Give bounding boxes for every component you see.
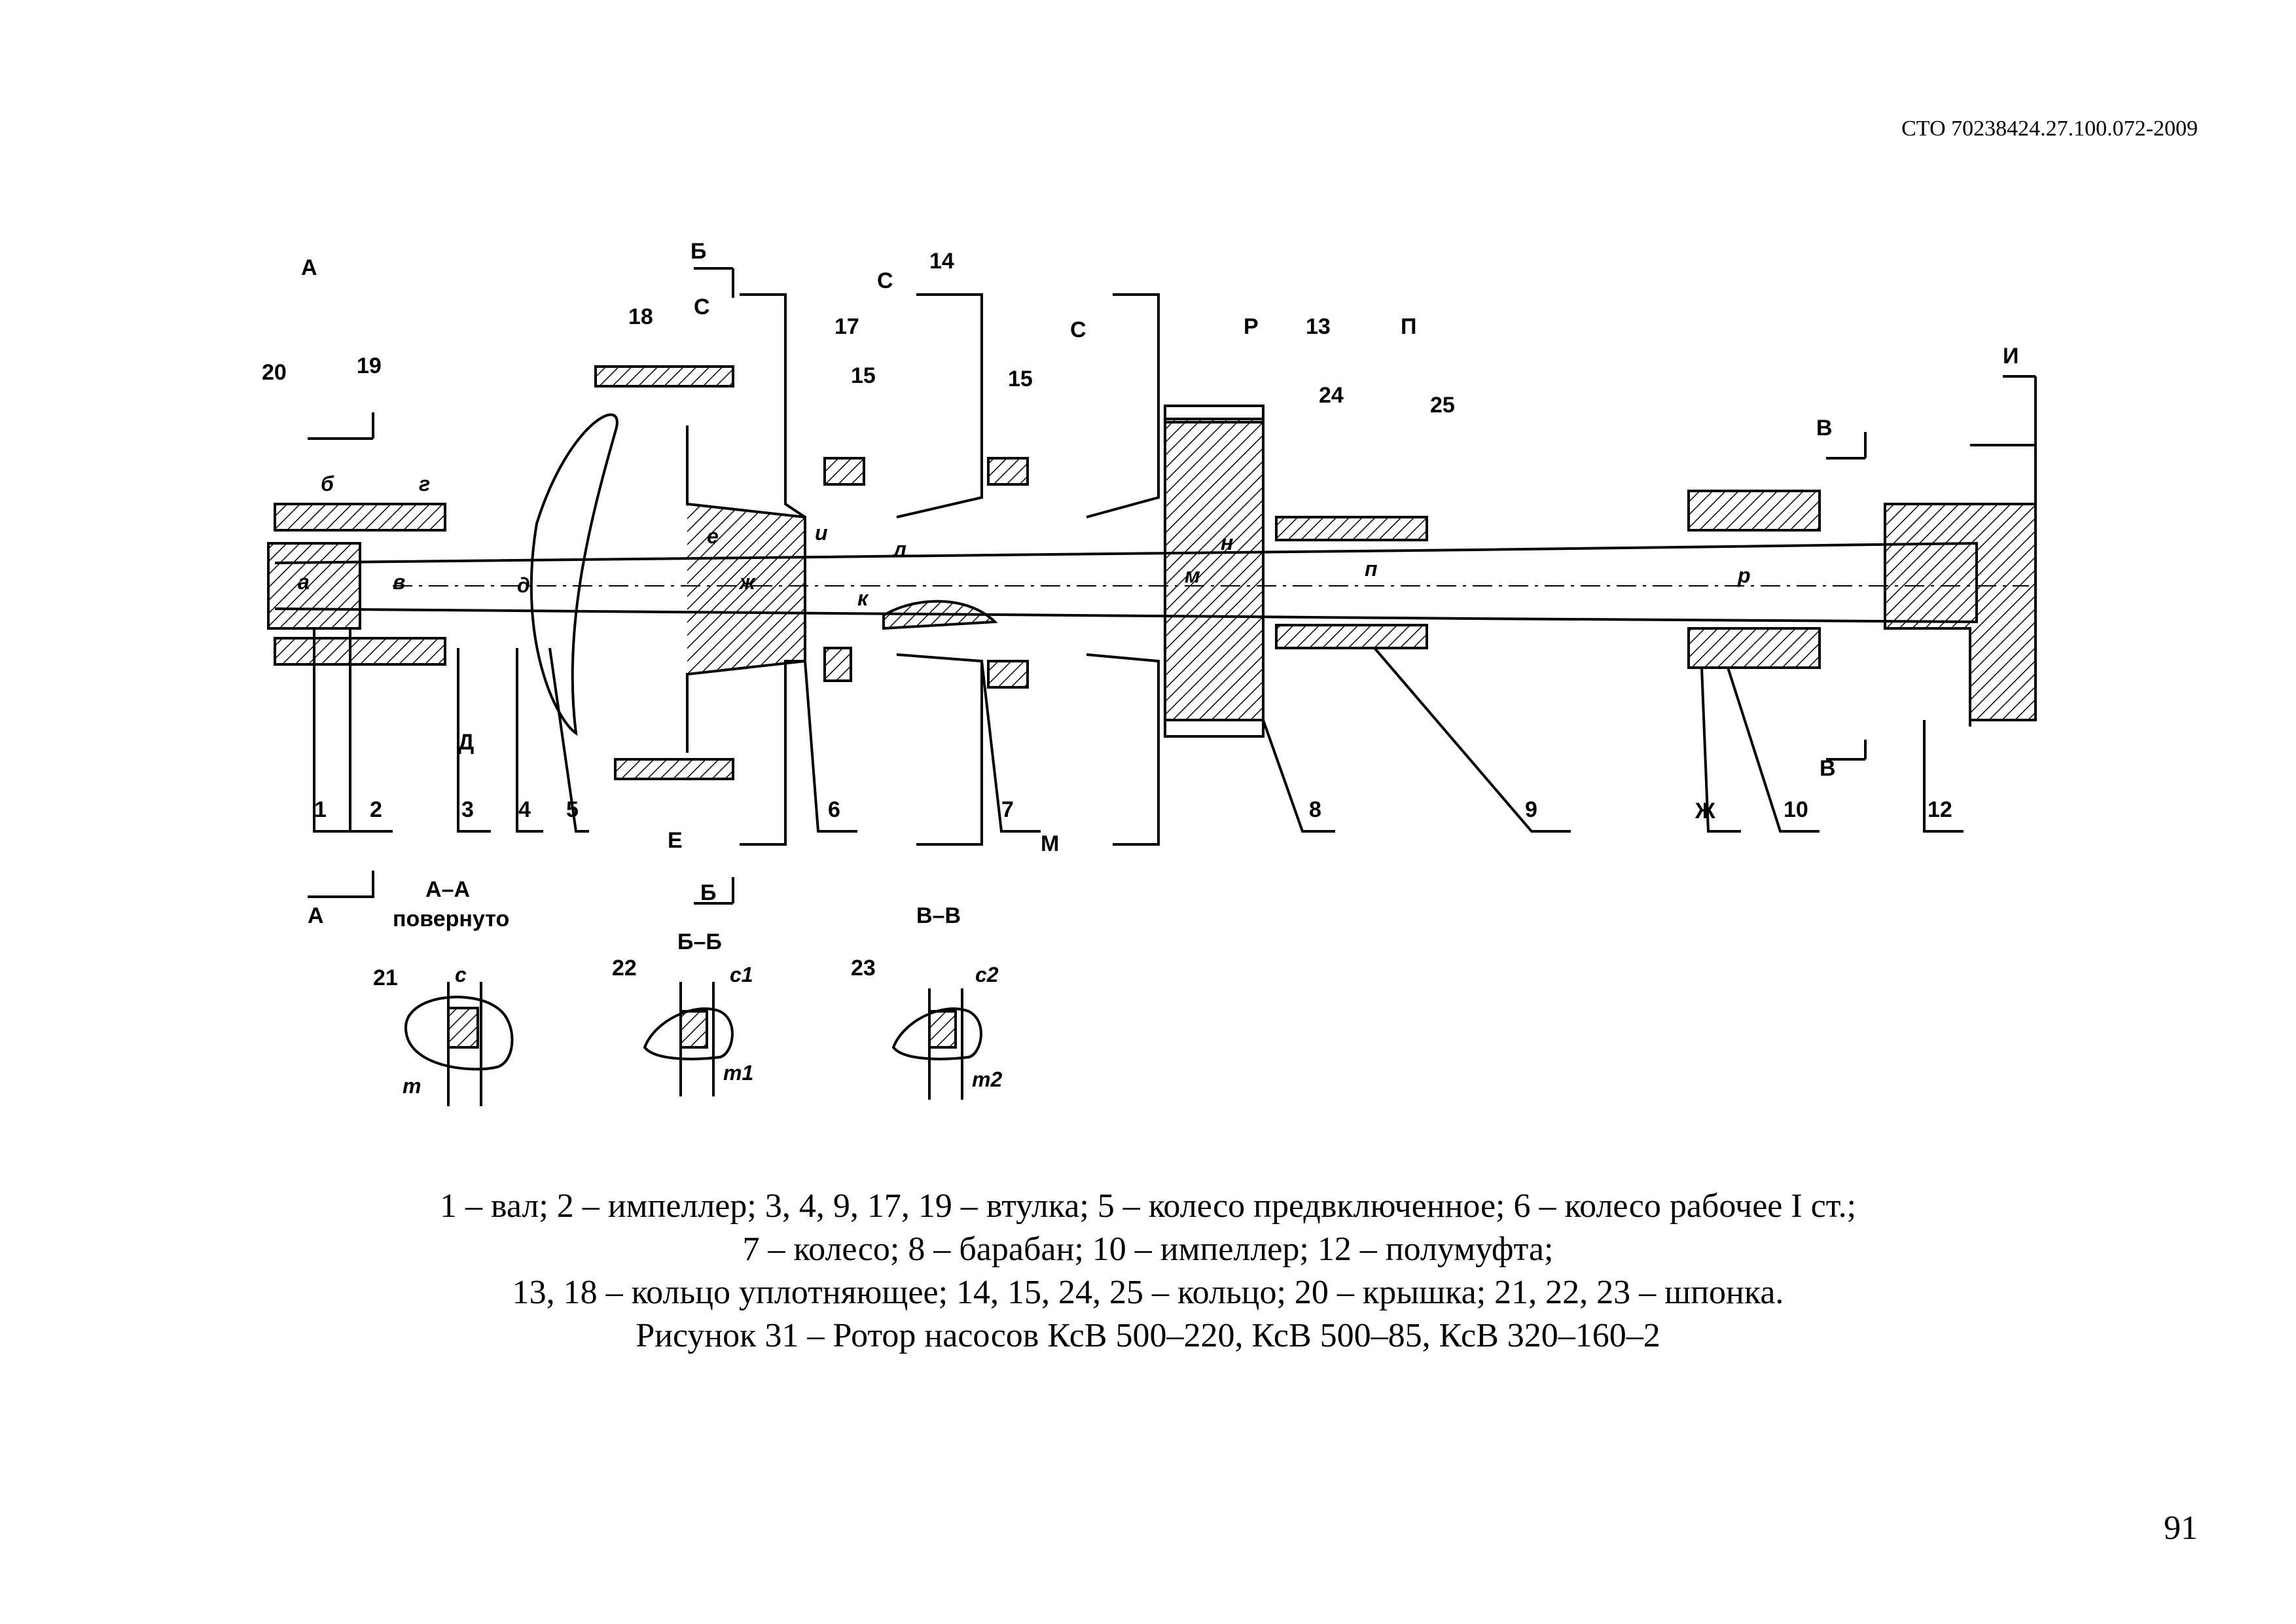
- section-mark-s1: С: [694, 295, 710, 319]
- section-mark-d: Д: [458, 730, 474, 755]
- part-label-2: 2: [370, 797, 382, 822]
- section-title-aa: А–А: [425, 877, 470, 902]
- section-mark-zh: Ж: [1695, 799, 1715, 823]
- part-label-14: 14: [929, 249, 954, 274]
- diameter-label-p: п: [1365, 557, 1378, 581]
- caption-line-1: 1 – вал; 2 – импеллер; 3, 4, 9, 17, 19 –…: [439, 1187, 1857, 1225]
- part-label-15b: 15: [1008, 367, 1033, 391]
- dim-label-m2: m2: [972, 1068, 1002, 1091]
- part-label-19: 19: [357, 353, 382, 378]
- diameter-label-r: р: [1737, 564, 1751, 587]
- diameter-label-d: д: [517, 573, 530, 597]
- dim-label-c1: с1: [730, 963, 753, 986]
- key-label-22: 22: [612, 956, 637, 981]
- diameter-label-zh: ж: [738, 570, 756, 594]
- diameter-label-l: л: [892, 537, 906, 561]
- diameter-label-g: г: [419, 472, 430, 496]
- section-titles: А–А повернуто Б–Б В–В: [393, 877, 961, 954]
- figure-caption: 1 – вал; 2 – импеллер; 3, 4, 9, 17, 19 –…: [0, 1185, 2296, 1358]
- dim-label-c2: с2: [975, 963, 999, 986]
- part-label-3: 3: [461, 797, 474, 822]
- key-sections: [404, 982, 982, 1106]
- document-code: СТО 70238424.27.100.072-2009: [1901, 117, 2198, 141]
- diameter-label-v: в: [393, 570, 405, 594]
- part-label-5: 5: [566, 797, 579, 822]
- section-title-aa-note: повернуто: [393, 907, 509, 931]
- dim-label-m: m: [403, 1074, 421, 1098]
- dim-label-m1: m1: [723, 1061, 753, 1085]
- part-label-18: 18: [628, 304, 653, 329]
- section-marks: А А Б Б В В И С С С Р П Д Е М Ж: [301, 239, 2018, 928]
- diameter-label-b: б: [321, 472, 334, 496]
- diameter-label-i: и: [815, 521, 828, 545]
- part-label-9: 9: [1525, 797, 1537, 822]
- section-mark-v-bottom: В: [1820, 756, 1836, 781]
- part-label-15a: 15: [851, 363, 876, 388]
- section-mark-p: П: [1401, 314, 1416, 339]
- part-label-20: 20: [262, 360, 287, 385]
- part-label-1: 1: [314, 797, 327, 822]
- part-label-7: 7: [1001, 797, 1014, 822]
- part-label-25: 25: [1430, 393, 1455, 418]
- section-mark-b-top: Б: [691, 239, 706, 264]
- part-labels: 1 2 3 4 5 6 7 8 9 10 12 13 14 15 15 17 1…: [262, 249, 1952, 822]
- diameter-label-m: м: [1185, 564, 1200, 587]
- rotor-geometry: [267, 267, 2037, 905]
- section-mark-s2: С: [877, 268, 893, 293]
- key-label-23: 23: [851, 956, 876, 981]
- diameter-label-e: е: [707, 524, 719, 548]
- part-label-8: 8: [1309, 797, 1321, 822]
- part-label-10: 10: [1784, 797, 1808, 822]
- diameter-label-k: к: [857, 586, 869, 610]
- diameter-label-a: а: [298, 570, 310, 594]
- section-mark-m: М: [1041, 831, 1059, 856]
- part-label-13: 13: [1306, 314, 1331, 339]
- diameter-labels: а б в г д е ж и к л м н п р: [298, 472, 1751, 610]
- section-title-bb: Б–Б: [677, 929, 722, 954]
- part-label-24: 24: [1319, 383, 1344, 408]
- section-mark-a-top: А: [301, 255, 317, 280]
- section-mark-s3: С: [1070, 317, 1086, 342]
- section-mark-a-bottom: А: [308, 903, 324, 928]
- section-mark-i: И: [2003, 344, 2018, 369]
- part-label-12: 12: [1928, 797, 1952, 822]
- dim-label-c: с: [455, 963, 467, 986]
- part-label-4: 4: [518, 797, 531, 822]
- caption-line-2: 7 – колесо; 8 – барабан; 10 – импеллер; …: [742, 1231, 1554, 1268]
- key-labels: 21 22 23 с с1 с2 m m1 m2: [373, 956, 1002, 1098]
- section-mark-e: Е: [668, 828, 683, 853]
- part-label-6: 6: [828, 797, 840, 822]
- diameter-label-n: н: [1221, 531, 1233, 554]
- section-title-vv: В–В: [916, 903, 961, 928]
- caption-line-3: 13, 18 – кольцо уплотняющее; 14, 15, 24,…: [512, 1274, 1784, 1311]
- key-label-21: 21: [373, 965, 398, 990]
- page-number: 91: [2164, 1509, 2198, 1547]
- section-mark-v-top: В: [1816, 416, 1833, 441]
- part-label-17: 17: [834, 314, 859, 339]
- figure-title: Рисунок 31 – Ротор насосов КсВ 500–220, …: [636, 1317, 1660, 1354]
- section-mark-b-bottom: Б: [700, 880, 716, 905]
- section-mark-r: Р: [1244, 314, 1259, 339]
